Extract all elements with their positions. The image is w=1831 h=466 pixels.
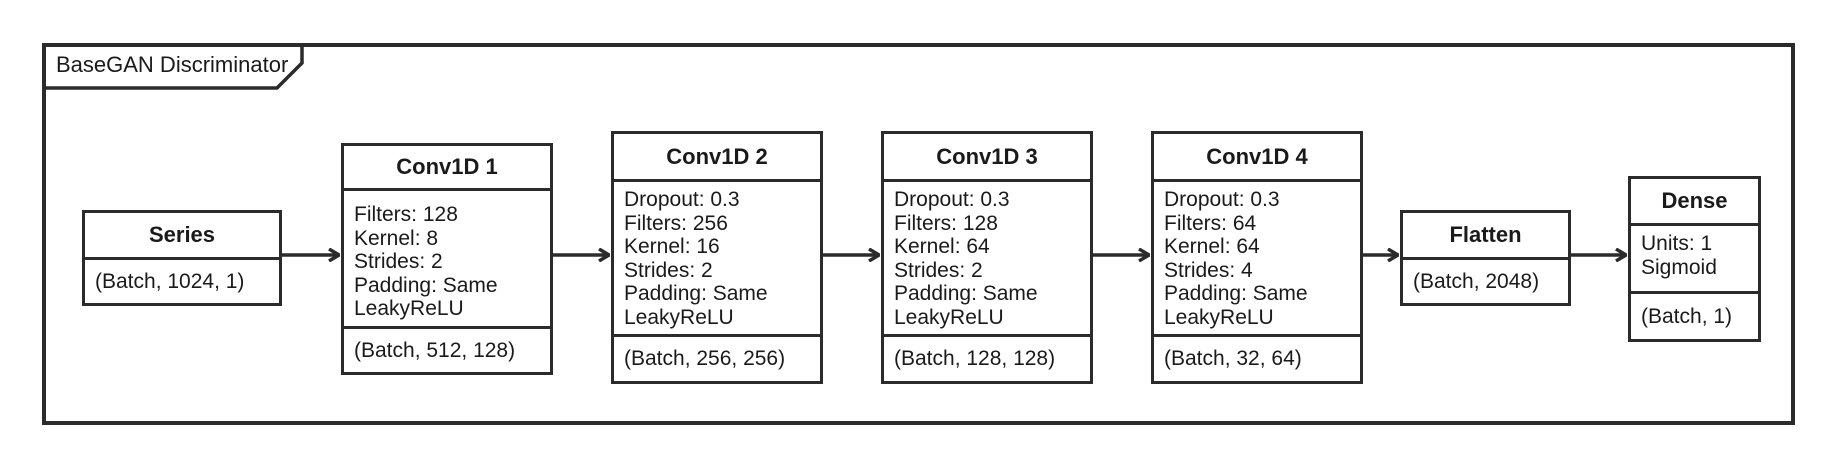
node-conv2-shape: (Batch, 256, 256)	[624, 347, 786, 370]
node-conv4-prop: Filters: 64	[1164, 211, 1257, 235]
node-flatten-title: Flatten	[1403, 213, 1568, 260]
node-conv1: Conv1D 1 Filters: 128 Kernel: 8 Strides:…	[341, 143, 553, 375]
node-conv2-prop: Padding: Same	[624, 282, 768, 305]
node-conv1-prop: Kernel: 8	[354, 226, 439, 250]
node-conv4-prop: Strides: 4	[1164, 258, 1253, 282]
node-conv4-prop: Padding: Same	[1164, 282, 1308, 305]
node-conv4-title: Conv1D 4	[1154, 134, 1360, 182]
node-conv2-prop: Strides: 2	[624, 258, 713, 282]
node-conv4-prop: Dropout: 0.3	[1164, 188, 1280, 211]
node-conv4: Conv1D 4 Dropout: 0.3 Filters: 64 Kernel…	[1151, 131, 1363, 384]
node-dense-prop: Units: 1	[1641, 232, 1713, 255]
node-dense-prop: Sigmoid	[1641, 255, 1717, 279]
node-series-shape: (Batch, 1024, 1)	[95, 269, 245, 293]
node-conv2-prop: Dropout: 0.3	[624, 188, 740, 211]
node-dense: Dense Units: 1 Sigmoid (Batch, 1)	[1628, 176, 1761, 342]
node-dense-props: Units: 1 Sigmoid	[1631, 226, 1758, 294]
node-conv3-prop: Filters: 128	[894, 211, 998, 235]
node-dense-shape: (Batch, 1)	[1641, 304, 1733, 328]
node-conv3-shape: (Batch, 128, 128)	[894, 347, 1056, 370]
node-conv2-prop: LeakyReLU	[624, 305, 734, 329]
node-conv2-props: Dropout: 0.3 Filters: 256 Kernel: 16 Str…	[614, 182, 820, 337]
node-conv2-prop: Filters: 256	[624, 211, 728, 235]
node-conv1-shape: (Batch, 512, 128)	[354, 339, 516, 362]
node-conv2-prop: Kernel: 16	[624, 235, 720, 258]
node-conv3-prop: Padding: Same	[894, 282, 1038, 305]
node-series-title: Series	[85, 213, 279, 260]
node-conv1-prop: Padding: Same	[354, 273, 498, 297]
diagram-title: BaseGAN Discriminator	[56, 52, 289, 77]
node-conv4-prop: LeakyReLU	[1164, 305, 1274, 329]
node-conv4-prop: Kernel: 64	[1164, 235, 1260, 258]
node-conv3-prop: Kernel: 64	[894, 235, 990, 258]
node-conv3-prop: Strides: 2	[894, 258, 983, 282]
node-conv1-prop: Filters: 128	[354, 203, 458, 226]
node-flatten: Flatten (Batch, 2048)	[1400, 210, 1571, 306]
node-conv3-prop: Dropout: 0.3	[894, 188, 1010, 211]
node-conv2: Conv1D 2 Dropout: 0.3 Filters: 256 Kerne…	[611, 131, 823, 384]
node-conv1-prop: LeakyReLU	[354, 297, 464, 320]
node-series: Series (Batch, 1024, 1)	[82, 210, 282, 306]
diagram-frame	[42, 43, 1795, 425]
node-conv1-title: Conv1D 1	[344, 146, 550, 191]
node-conv2-title: Conv1D 2	[614, 134, 820, 182]
node-conv4-props: Dropout: 0.3 Filters: 64 Kernel: 64 Stri…	[1154, 182, 1360, 337]
node-conv4-shape: (Batch, 32, 64)	[1164, 347, 1302, 370]
node-conv3-title: Conv1D 3	[884, 134, 1090, 182]
node-flatten-shape: (Batch, 2048)	[1413, 269, 1540, 293]
node-conv3-props: Dropout: 0.3 Filters: 128 Kernel: 64 Str…	[884, 182, 1090, 337]
node-conv1-props: Filters: 128 Kernel: 8 Strides: 2 Paddin…	[344, 191, 550, 329]
node-conv3-prop: LeakyReLU	[894, 305, 1004, 329]
node-conv3: Conv1D 3 Dropout: 0.3 Filters: 128 Kerne…	[881, 131, 1093, 384]
node-dense-title: Dense	[1631, 179, 1758, 226]
node-conv1-prop: Strides: 2	[354, 250, 443, 273]
